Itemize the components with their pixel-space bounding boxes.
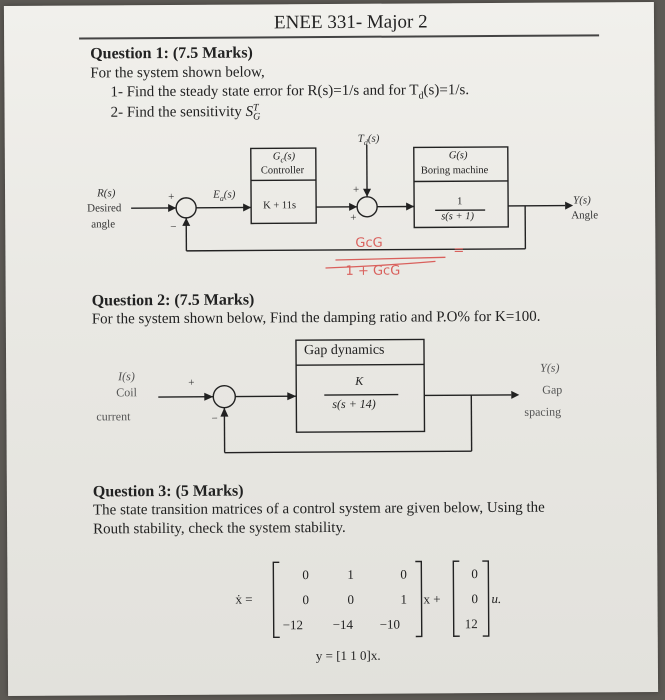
sum3-minus: − bbox=[211, 412, 218, 425]
gap-dynamics-title: Gap dynamics bbox=[303, 342, 385, 359]
output-label: Angle bbox=[571, 209, 599, 222]
matrix-b-cell: 12 bbox=[464, 616, 478, 632]
q3-line2: Routh stability, check the system stabil… bbox=[93, 519, 346, 538]
x-plus-label: x + bbox=[423, 591, 441, 607]
input-signal: R(s) bbox=[97, 187, 116, 200]
handwritten-fraction-bar bbox=[335, 256, 446, 261]
summing-junction-1 bbox=[175, 197, 197, 219]
u-label: u. bbox=[491, 590, 502, 607]
sum1-minus: − bbox=[170, 220, 177, 233]
input-label-2: angle bbox=[91, 218, 116, 231]
output-signal: Y(s) bbox=[573, 194, 591, 207]
matrix-a-cell: −12 bbox=[282, 617, 304, 633]
matrix-a-cell: 1 bbox=[400, 591, 408, 607]
plant-denominator: s(s + 1) bbox=[441, 211, 474, 223]
handwritten-numerator: GcG bbox=[355, 235, 383, 251]
q2-input-signal: I(s) bbox=[118, 369, 135, 384]
matrix-a-cell: −10 bbox=[379, 616, 401, 632]
plant-name: G(s) bbox=[448, 150, 468, 162]
gap-numerator: K bbox=[355, 373, 364, 388]
q2-output-label-2: spacing bbox=[524, 404, 562, 419]
controller-name: Gc(s) bbox=[272, 151, 296, 165]
gap-dynamics-block bbox=[295, 338, 426, 433]
q2-output-signal: Y(s) bbox=[540, 360, 560, 375]
q2-output-label-1: Gap bbox=[542, 382, 563, 397]
matrix-b-cell: 0 bbox=[471, 591, 479, 607]
exam-page: ENEE 331- Major 2 Question 1: (7.5 Marks… bbox=[3, 2, 659, 696]
error-signal: Ea(s) bbox=[213, 188, 236, 203]
input-label-1: Desired bbox=[87, 202, 122, 215]
plant-label: Boring machine bbox=[420, 165, 489, 177]
disturbance-label: Td(s) bbox=[357, 132, 380, 147]
output-equation: y = [1 1 0]x. bbox=[315, 647, 381, 664]
sum2-plus-left: + bbox=[350, 211, 357, 224]
matrix-b-cell: 0 bbox=[471, 566, 478, 582]
q2-text: For the system shown below, Find the dam… bbox=[91, 308, 541, 328]
controller-transfer-function: K + 11s bbox=[263, 200, 297, 212]
matrix-a-cell: 0 bbox=[400, 566, 407, 582]
matrix-a-cell: −14 bbox=[332, 616, 354, 632]
summing-junction-2 bbox=[356, 196, 378, 218]
q3-line1: The state transition matrices of a contr… bbox=[92, 499, 545, 519]
q2-input-label-1: Coil bbox=[116, 385, 137, 400]
gap-denominator: s(s + 14) bbox=[332, 396, 376, 411]
handwritten-denominator: 1 + GcG bbox=[345, 263, 401, 279]
q1-block-diagram bbox=[131, 144, 574, 639]
controller-label: Controller bbox=[260, 165, 305, 177]
matrix-a-cell: 1 bbox=[347, 566, 354, 582]
q2-heading: Question 2: (7.5 Marks) bbox=[91, 291, 255, 310]
q3-heading: Question 3: (5 Marks) bbox=[92, 482, 244, 501]
handwritten-equals: = bbox=[453, 243, 465, 259]
sum3-plus: + bbox=[188, 376, 195, 389]
xdot-label: ẋ = bbox=[235, 591, 253, 607]
sum1-plus: + bbox=[168, 190, 175, 203]
sum2-plus-top: + bbox=[352, 183, 360, 196]
plant-numerator: 1 bbox=[457, 196, 463, 208]
matrix-a-cell: 0 bbox=[347, 591, 355, 607]
summing-junction-3 bbox=[212, 384, 236, 409]
matrix-a-cell: 0 bbox=[302, 592, 310, 608]
q2-input-label-2: current bbox=[96, 409, 131, 424]
plant-block bbox=[413, 146, 509, 229]
controller-block bbox=[250, 147, 317, 225]
matrix-a-cell: 0 bbox=[302, 567, 309, 583]
